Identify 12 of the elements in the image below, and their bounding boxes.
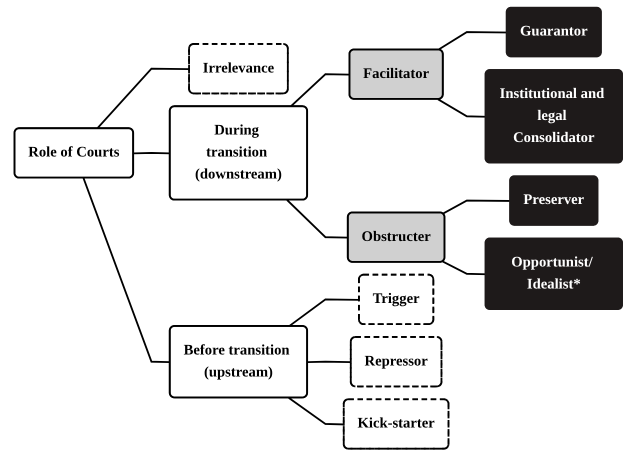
connector: [438, 98, 486, 118]
connector: [96, 68, 190, 130]
connector: [438, 31, 507, 51]
connector: [290, 73, 350, 108]
connector: [286, 199, 348, 239]
connector: [288, 298, 360, 328]
connector: [82, 178, 170, 364]
connector: [442, 260, 486, 276]
connector: [442, 200, 510, 214]
connector: [288, 397, 344, 426]
connector: [308, 360, 352, 364]
connector: [134, 152, 170, 154]
